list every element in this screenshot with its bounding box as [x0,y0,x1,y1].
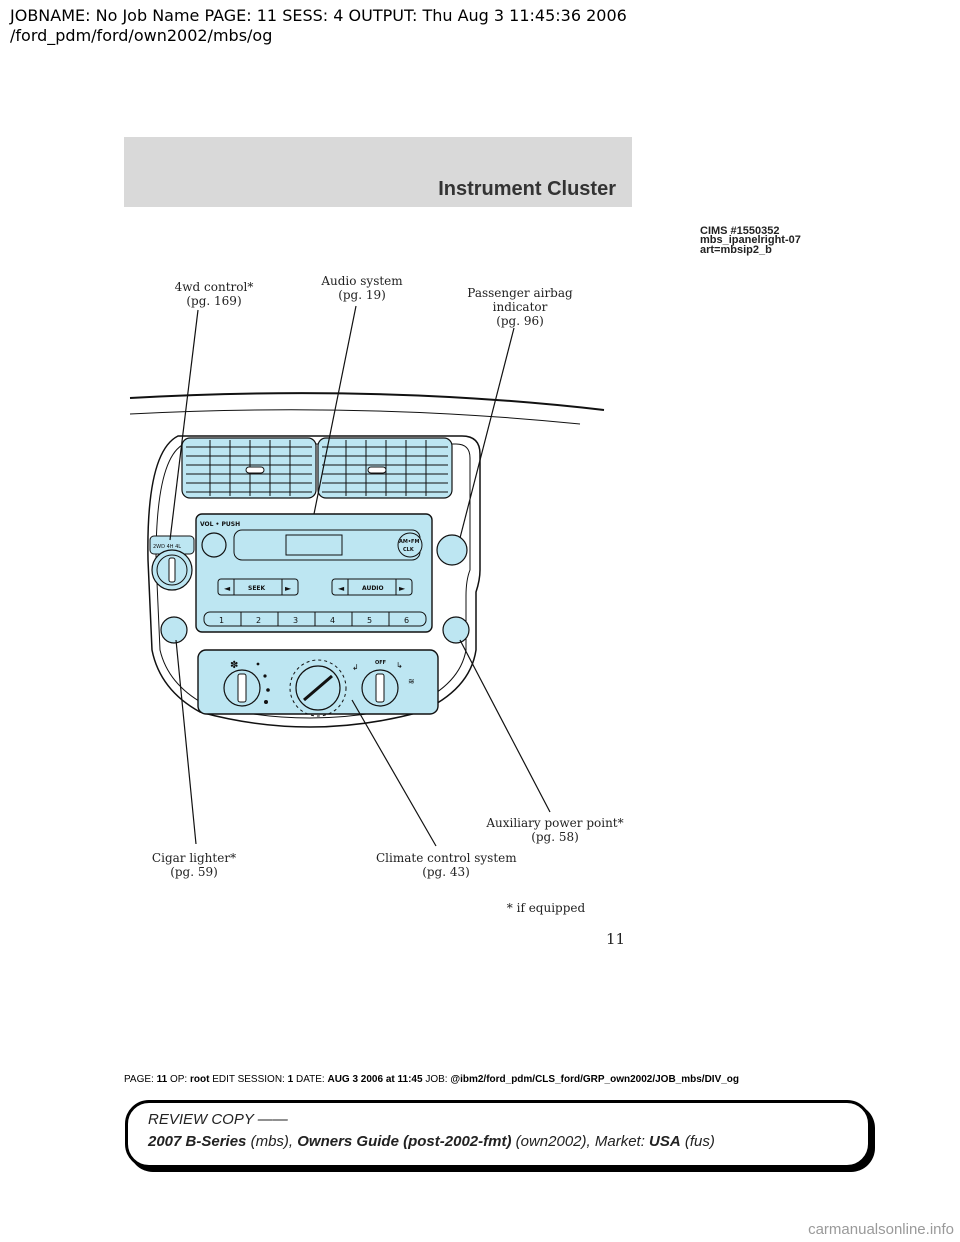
callout-cigar-lighter: Cigar lighter* (pg. 59) [151,851,237,879]
svg-text:2WD 4H 4L: 2WD 4H 4L [153,544,181,550]
right-air-vent [317,437,453,499]
callout-passenger-airbag: Passenger airbag indicator (pg. 96) [467,286,573,328]
svg-text:◄: ◄ [338,584,345,593]
volume-knob [201,532,227,558]
cims-stamp-line3: art=mbsip2_b [700,244,772,256]
callout-climate-control: Climate control system (pg. 43) [376,851,517,879]
climate-control: ✽ OFF ↲ ↳ ≋ [197,649,439,717]
preset-6: 6 [404,616,409,625]
section-title: Instrument Cluster [438,178,616,200]
svg-text:►: ► [285,584,292,593]
preset-2: 2 [256,616,261,625]
footnote-if-equipped: * if equipped [506,901,586,915]
cims-stamp-line2: mbs_ipanelright-07 [700,234,801,246]
radio-display [285,534,343,556]
radio-vol-push-label: VOL • PUSH [200,521,240,528]
radio-am-fm-label: AM•FM [399,539,419,545]
svg-text:✽: ✽ [230,660,238,671]
preset-5: 5 [367,616,372,625]
callout-auxiliary-power-point: Auxiliary power point* (pg. 58) [486,816,624,844]
callout-audio-system: Audio system (pg. 19) [321,274,403,302]
auxiliary-power-point [442,616,470,644]
radio-clk-label: CLK [403,547,415,553]
review-copy-label: REVIEW COPY —— [148,1111,288,1128]
section-header: Instrument Cluster [124,137,632,207]
radio-seek-label: SEEK [248,585,266,592]
watermark: carmanualsonline.info [808,1221,954,1238]
svg-text:◄: ◄ [224,584,231,593]
climate-off-label: OFF [375,660,386,666]
preset-3: 3 [293,616,298,625]
passenger-airbag-indicator [436,534,468,566]
footer-job-line: PAGE: 11 OP: root EDIT SESSION: 1 DATE: … [124,1074,740,1085]
review-copy-details: 2007 B-Series (mbs), Owners Guide (post-… [148,1133,715,1150]
svg-text:►: ► [399,584,406,593]
audio-system-radio: VOL • PUSH AM•FM CLK ◄ SEEK ► ◄ AUDIO ► … [195,513,433,633]
radio-audio-label: AUDIO [362,585,384,592]
cims-stamp-line1: CIMS #1550352 [700,225,780,237]
job-header-line1: JOBNAME: No Job Name PAGE: 11 SESS: 4 OU… [10,6,627,25]
callout-4wd-control: 4wd control* (pg. 169) [174,280,254,308]
cigar-lighter [160,616,188,644]
svg-text:↲: ↲ [352,663,359,672]
svg-text:≋: ≋ [408,677,415,686]
job-header-line2: /ford_pdm/ford/own2002/mbs/og [10,26,273,45]
preset-1: 1 [219,616,224,625]
4wd-control: 2WD 4H 4L [149,535,195,591]
page-number: 11 [606,930,626,948]
review-copy-box: REVIEW COPY —— 2007 B-Series (mbs), Owne… [125,1100,871,1168]
left-air-vent [181,437,317,499]
svg-text:↳: ↳ [396,661,403,670]
preset-4: 4 [330,616,335,625]
